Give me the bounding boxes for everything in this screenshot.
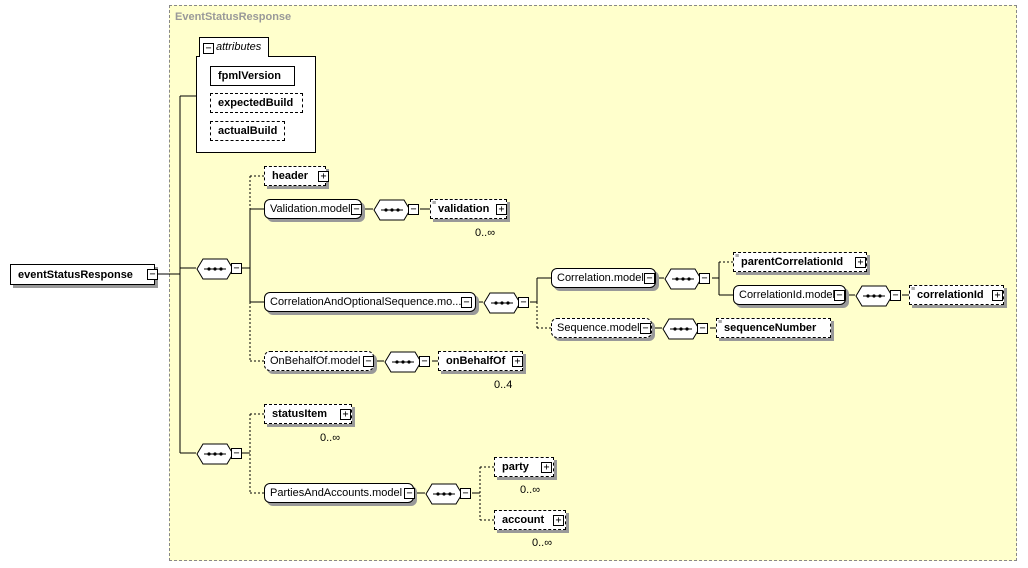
documentation-icon: ≡ xyxy=(911,286,916,293)
group-correlation-and-optional-sequence-label: CorrelationAndOptionalSequence.mo... xyxy=(270,296,462,308)
element-header-label: header xyxy=(272,170,309,182)
sequence-collapse-icon[interactable]: − xyxy=(231,448,242,459)
sequence-collapse-icon[interactable]: − xyxy=(419,356,430,367)
sequence-compositor-icon xyxy=(662,318,700,345)
sequence-collapse-icon[interactable]: − xyxy=(518,297,529,308)
element-account[interactable]: account xyxy=(494,510,566,530)
correlation-optional-sequence-collapse-icon[interactable]: − xyxy=(461,297,472,308)
status-item-expand-icon[interactable]: + xyxy=(340,409,351,420)
element-sequence-number[interactable]: sequenceNumber xyxy=(716,318,831,338)
element-validation-label: validation xyxy=(438,203,490,215)
group-sequence-model-label: Sequence.model xyxy=(557,322,640,334)
root-element-eventstatusresponse[interactable]: eventStatusResponse xyxy=(10,264,155,285)
group-correlation-model[interactable]: Correlation.model xyxy=(551,268,656,288)
validation-cardinality: 0..∞ xyxy=(475,227,496,239)
sequence-collapse-icon[interactable]: − xyxy=(890,290,901,301)
complex-type-title: EventStatusResponse xyxy=(175,11,292,23)
documentation-icon: ≡ xyxy=(718,319,723,326)
account-cardinality: 0..∞ xyxy=(532,537,553,549)
element-correlation-id[interactable]: correlationId xyxy=(909,285,1004,305)
group-on-behalf-of-model[interactable]: OnBehalfOf.model xyxy=(264,351,374,371)
party-expand-icon[interactable]: + xyxy=(541,462,552,473)
group-parties-and-accounts-model-label: PartiesAndAccounts.model xyxy=(270,487,403,499)
group-validation-model[interactable]: Validation.model xyxy=(264,199,362,219)
sequence-compositor-icon xyxy=(664,268,702,295)
attribute-expectedbuild[interactable]: expectedBuild xyxy=(210,93,303,113)
sequence-collapse-icon[interactable]: − xyxy=(460,488,471,499)
element-correlation-id-label: correlationId xyxy=(917,289,984,301)
element-parent-correlation-id[interactable]: parentCorrelationId xyxy=(733,252,867,272)
element-validation[interactable]: validation xyxy=(430,199,507,219)
sequence-collapse-icon[interactable]: − xyxy=(231,263,242,274)
element-on-behalf-of[interactable]: onBehalfOf xyxy=(438,351,523,371)
on-behalf-of-expand-icon[interactable]: + xyxy=(512,356,523,367)
sequence-compositor-icon xyxy=(384,351,422,378)
sequence-model-collapse-icon[interactable]: − xyxy=(640,323,651,334)
element-header[interactable]: header xyxy=(264,166,326,186)
group-on-behalf-of-model-label: OnBehalfOf.model xyxy=(270,355,361,367)
sequence-collapse-icon[interactable]: − xyxy=(699,273,710,284)
group-correlation-and-optional-sequence-model[interactable]: CorrelationAndOptionalSequence.mo... xyxy=(264,292,476,312)
on-behalf-of-model-collapse-icon[interactable]: − xyxy=(363,356,374,367)
sequence-collapse-icon[interactable]: − xyxy=(697,323,708,334)
documentation-icon: ≡ xyxy=(432,200,437,207)
correlation-id-expand-icon[interactable]: + xyxy=(992,290,1003,301)
attributes-tab xyxy=(199,37,269,57)
attribute-actualbuild[interactable]: actualBuild xyxy=(210,121,285,141)
sequence-compositor-icon xyxy=(425,483,463,510)
sequence-compositor-icon xyxy=(196,258,234,285)
group-sequence-model[interactable]: Sequence.model xyxy=(551,318,652,338)
element-on-behalf-of-label: onBehalfOf xyxy=(446,355,506,367)
parties-and-accounts-collapse-icon[interactable]: − xyxy=(404,488,415,499)
group-correlation-model-label: Correlation.model xyxy=(557,272,644,284)
sequence-compositor-icon xyxy=(373,199,411,226)
header-expand-icon[interactable]: + xyxy=(318,171,329,182)
element-account-label: account xyxy=(502,514,545,526)
group-correlation-id-model[interactable]: CorrelationId.model xyxy=(733,285,846,305)
element-parent-correlation-id-label: parentCorrelationId xyxy=(741,256,844,268)
element-status-item-label: statusItem xyxy=(272,408,328,420)
sequence-collapse-icon[interactable]: − xyxy=(408,204,419,215)
on-behalf-of-cardinality: 0..4 xyxy=(494,379,513,391)
parent-correlation-id-expand-icon[interactable]: + xyxy=(855,257,866,268)
attribute-fpmlversion[interactable]: fpmlVersion xyxy=(210,66,295,86)
sequence-compositor-icon xyxy=(483,292,521,319)
element-sequence-number-label: sequenceNumber xyxy=(724,322,817,334)
status-item-cardinality: 0..∞ xyxy=(320,432,341,444)
account-expand-icon[interactable]: + xyxy=(553,515,564,526)
root-element-label: eventStatusResponse xyxy=(18,268,133,281)
root-collapse-icon[interactable]: − xyxy=(147,269,158,280)
element-status-item[interactable]: statusItem xyxy=(264,404,352,424)
attributes-collapse-icon[interactable]: − xyxy=(203,43,214,54)
correlation-id-model-collapse-icon[interactable]: − xyxy=(834,290,845,301)
group-validation-model-label: Validation.model xyxy=(270,203,351,215)
element-party[interactable]: party xyxy=(494,457,554,477)
validation-model-collapse-icon[interactable]: − xyxy=(351,204,362,215)
sequence-compositor-icon xyxy=(855,285,893,312)
group-correlation-id-model-label: CorrelationId.model xyxy=(739,289,835,301)
attributes-tab-label: attributes xyxy=(216,41,262,53)
documentation-icon: ≡ xyxy=(735,253,740,260)
element-party-label: party xyxy=(502,461,529,473)
correlation-model-collapse-icon[interactable]: − xyxy=(644,273,655,284)
validation-expand-icon[interactable]: + xyxy=(496,204,507,215)
party-cardinality: 0..∞ xyxy=(520,484,541,496)
group-parties-and-accounts-model[interactable]: PartiesAndAccounts.model xyxy=(264,483,414,503)
sequence-compositor-icon xyxy=(196,443,234,470)
